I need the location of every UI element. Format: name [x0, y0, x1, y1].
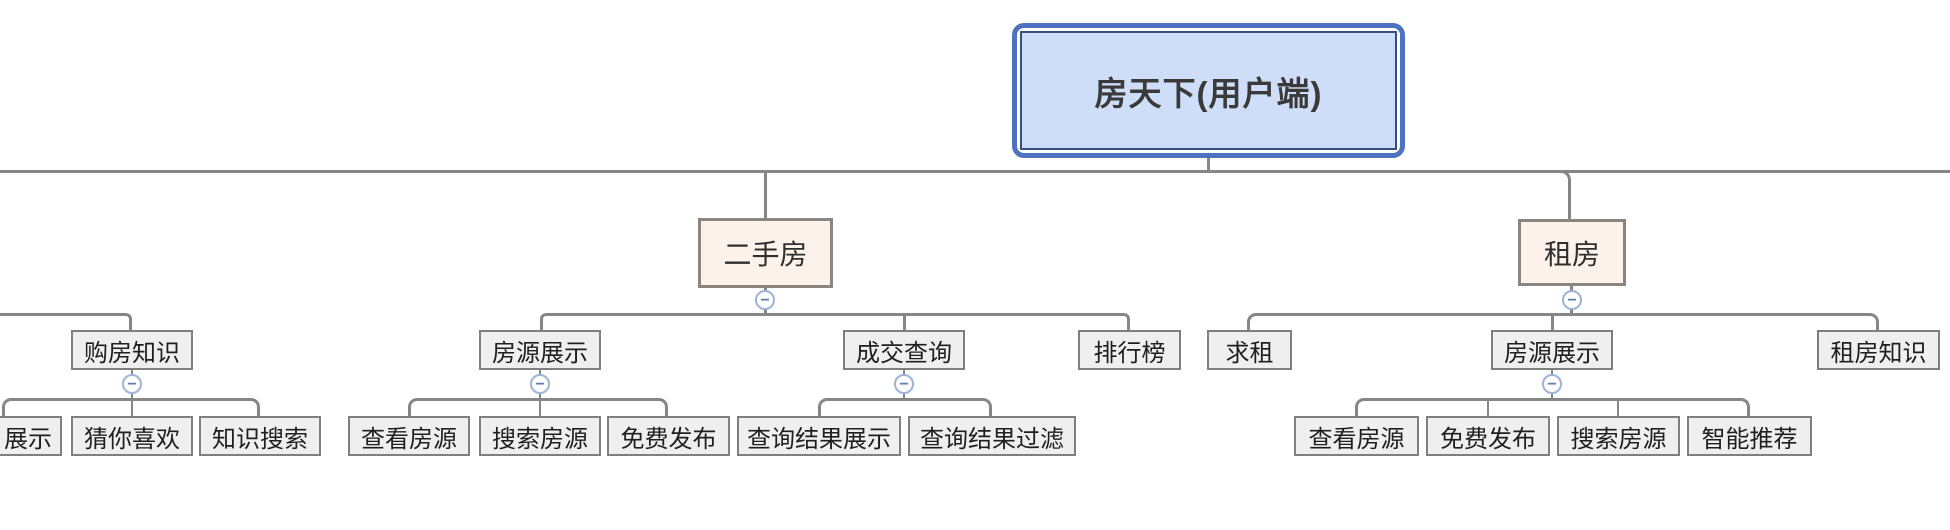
connector-drop-listing-right	[1551, 315, 1554, 330]
node-query-result-display[interactable]: 查询结果展示	[737, 416, 901, 456]
node-ranking-list[interactable]: 排行榜	[1078, 330, 1181, 370]
connector-rail-secondhand	[540, 313, 1130, 330]
connector-drop-free-publish-right	[1487, 400, 1489, 416]
connector-level1-rail	[0, 170, 1950, 173]
collapse-icon-rent[interactable]: −	[1562, 290, 1582, 310]
connector-rail-rent	[1247, 313, 1879, 330]
connector-drop-guess-like	[131, 400, 133, 416]
node-listing-display-right[interactable]: 房源展示	[1491, 330, 1613, 370]
node-view-listings-right[interactable]: 查看房源	[1294, 416, 1419, 456]
node-free-publish-left[interactable]: 免费发布	[607, 416, 730, 456]
connector-root-stem	[1207, 158, 1210, 171]
node-rent-seeking[interactable]: 求租	[1207, 330, 1292, 370]
root-node-label: 房天下(用户端)	[1020, 31, 1397, 150]
collapse-icon-listing-right[interactable]: −	[1542, 374, 1562, 394]
branch-node-renting[interactable]: 租房	[1518, 219, 1626, 286]
connector-drop-search-listing-right	[1617, 400, 1619, 416]
node-display-clipped[interactable]: 展示	[0, 416, 62, 456]
collapse-icon-listing-left[interactable]: −	[530, 374, 550, 394]
node-buying-knowledge[interactable]: 购房知识	[71, 330, 193, 370]
node-guess-you-like[interactable]: 猜你喜欢	[71, 416, 193, 456]
node-listing-display-left[interactable]: 房源展示	[479, 330, 601, 370]
node-search-listings-left[interactable]: 搜索房源	[479, 416, 601, 456]
connector-bracket-buy-knowledge	[2, 398, 260, 416]
node-renting-knowledge[interactable]: 租房知识	[1817, 330, 1940, 370]
connector-rail-offscreen-parent	[0, 313, 132, 330]
collapse-icon-buy-knowledge[interactable]: −	[122, 374, 142, 394]
node-search-listings-right[interactable]: 搜索房源	[1557, 416, 1680, 456]
connector-drop-rent	[1568, 183, 1571, 219]
connector-bracket-deal-query	[818, 398, 992, 416]
branch-node-secondhand-house[interactable]: 二手房	[698, 218, 833, 288]
connector-drop-search-listing-left	[539, 400, 541, 416]
root-node[interactable]: 房天下(用户端)	[1012, 23, 1405, 158]
connector-bracket-listing-left	[408, 398, 668, 416]
node-deal-query[interactable]: 成交查询	[843, 330, 965, 370]
node-knowledge-search[interactable]: 知识搜索	[199, 416, 321, 456]
connector-drop-deal-query	[903, 315, 906, 330]
collapse-icon-deal-query[interactable]: −	[894, 374, 914, 394]
connector-bracket-listing-right	[1355, 398, 1750, 416]
node-view-listings-left[interactable]: 查看房源	[348, 416, 470, 456]
connector-elbow-rent	[1559, 170, 1571, 184]
node-query-result-filter[interactable]: 查询结果过滤	[908, 416, 1076, 456]
connector-drop-secondhand	[764, 172, 767, 218]
node-free-publish-right[interactable]: 免费发布	[1426, 416, 1550, 456]
node-smart-recommend[interactable]: 智能推荐	[1687, 416, 1812, 456]
collapse-icon-secondhand[interactable]: −	[755, 290, 775, 310]
